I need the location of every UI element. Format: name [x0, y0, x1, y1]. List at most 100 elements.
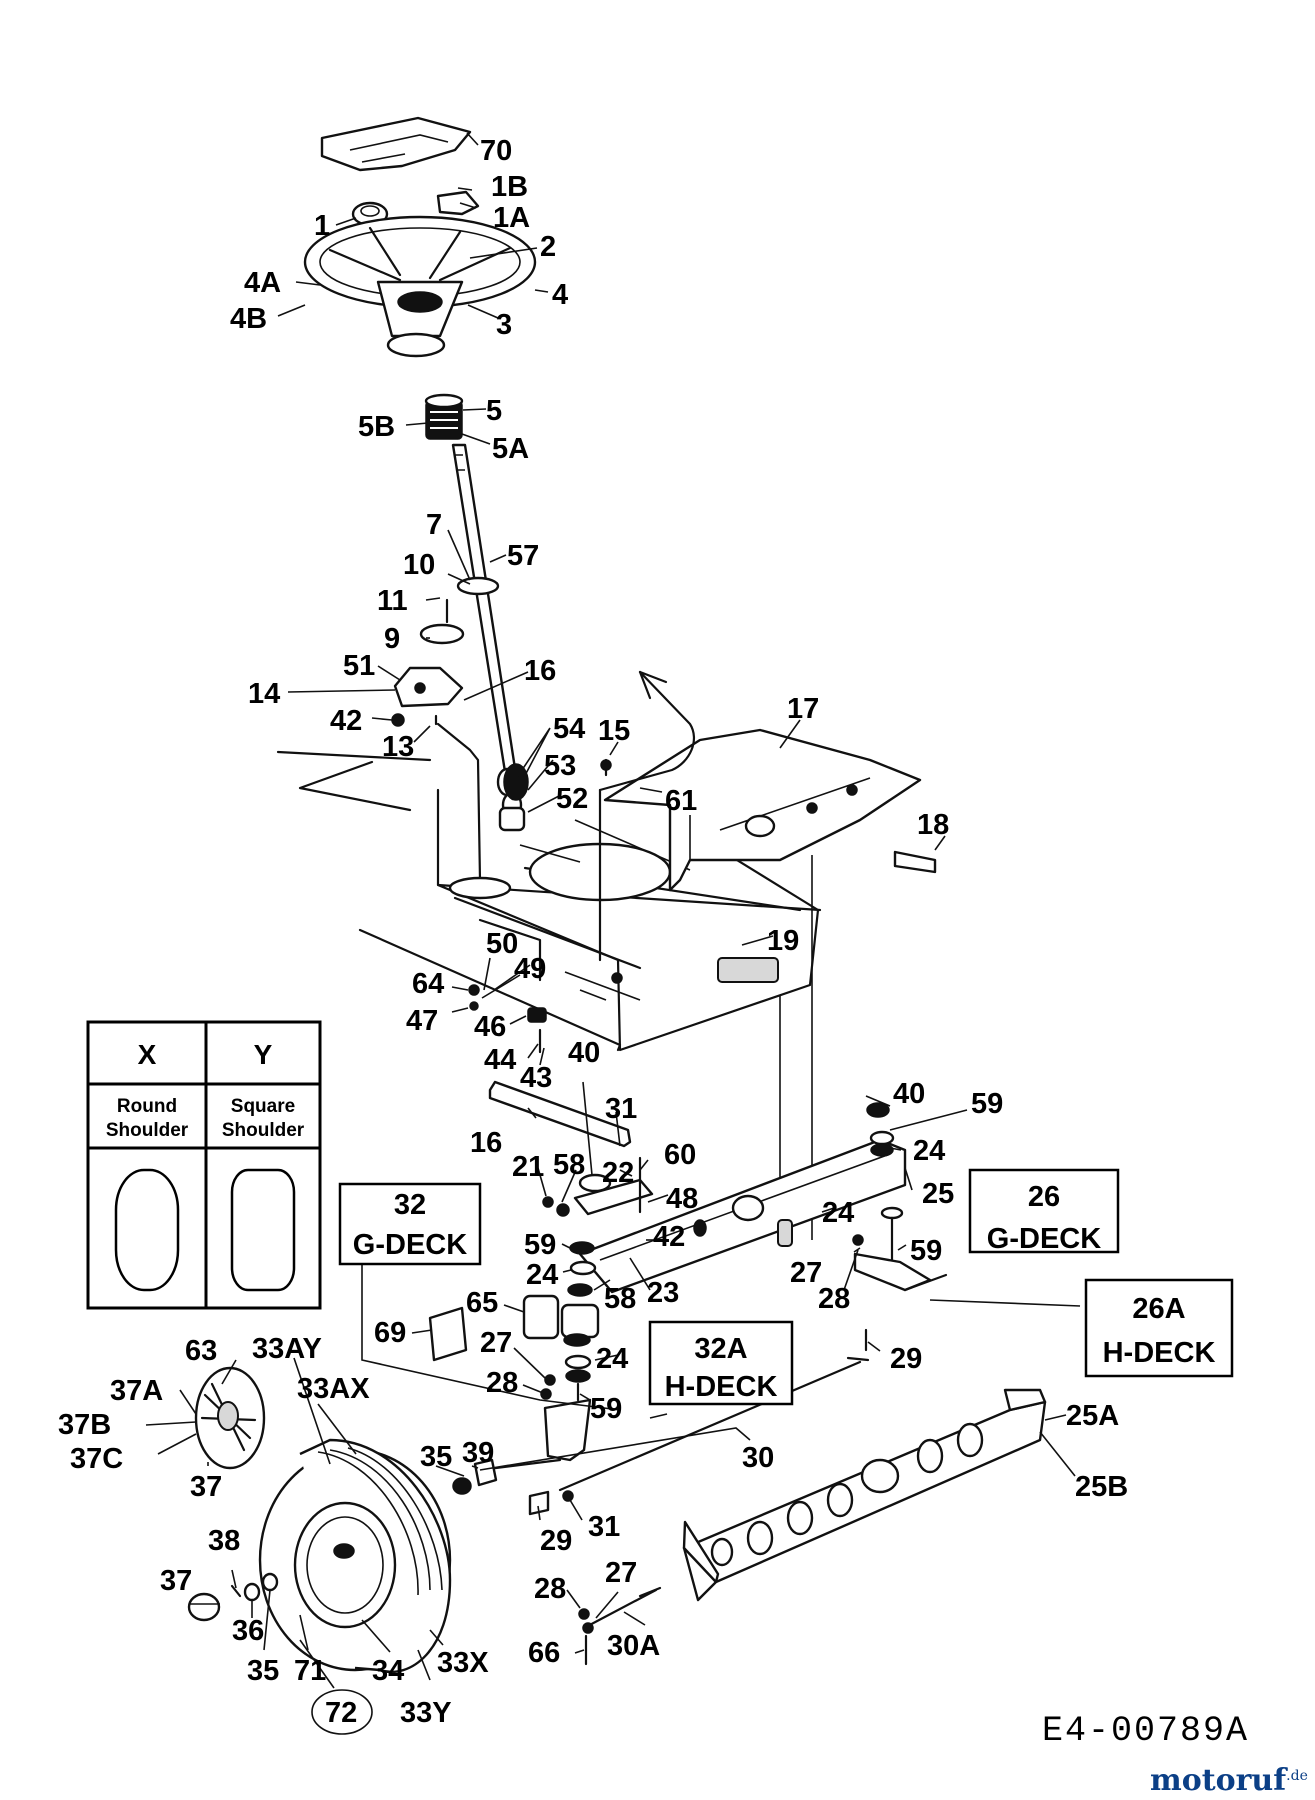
tie-rod-30-part: [558, 1360, 862, 1492]
rod-30A-part: [582, 1586, 662, 1630]
tie-rod-30-end: [846, 1356, 870, 1362]
washer-35b-part: [261, 1572, 279, 1592]
callout-2: 2: [540, 231, 556, 263]
callout-1A: 1A: [493, 202, 530, 234]
bolt-21-part: [542, 1196, 554, 1208]
callout-28-lower: 28: [534, 1573, 566, 1605]
callout-59-lower: 59: [590, 1393, 622, 1425]
callout-52: 52: [556, 783, 588, 815]
arm-22-part: [573, 1178, 654, 1216]
callout-69: 69: [374, 1317, 406, 1349]
callout-25: 25: [922, 1178, 954, 1210]
callout-27-lower: 27: [605, 1557, 637, 1589]
callout-3: 3: [496, 309, 512, 341]
callout-51: 51: [343, 650, 375, 682]
deck-box-26-deck: G-DECK: [987, 1223, 1101, 1255]
callout-19: 19: [767, 925, 799, 957]
callout-11: 11: [377, 585, 408, 617]
callout-4A: 4A: [244, 267, 281, 299]
callout-31-lower: 31: [588, 1511, 620, 1543]
callout-4: 4: [552, 279, 568, 311]
callout-5A: 5A: [492, 433, 529, 465]
callout-71: 71: [294, 1655, 326, 1687]
callout-58-lower: 58: [604, 1283, 636, 1315]
steering-cover-part: [320, 116, 472, 172]
callout-21: 21: [512, 1151, 544, 1183]
callout-63: 63: [185, 1335, 217, 1367]
bushing-part: [424, 393, 464, 440]
washer-36-part: [243, 1582, 261, 1602]
drag-link-16-lower: [488, 1080, 632, 1148]
front-axle-25-part: [578, 1138, 907, 1294]
callout-59-left: 59: [524, 1229, 556, 1261]
callout-25A: 25A: [1066, 1400, 1119, 1432]
callout-64: 64: [412, 968, 444, 1000]
table-head-x: X: [138, 1039, 157, 1070]
callout-43: 43: [520, 1062, 552, 1094]
emblem-part: [436, 190, 480, 216]
ball-31b-part: [562, 1490, 574, 1502]
deck-box-32: 32 G-DECK: [338, 1182, 482, 1266]
arrow-61-part: [638, 670, 668, 700]
callout-13: 13: [382, 731, 414, 763]
drag-link-16-upper: [436, 722, 482, 882]
hubcap-63-part: [194, 1366, 266, 1470]
pin-38-part: [230, 1584, 242, 1598]
callout-1B: 1B: [491, 171, 528, 203]
callout-28-mid: 28: [486, 1367, 518, 1399]
deck-box-26: 26 G-DECK: [968, 1168, 1120, 1255]
callout-24-mid: 24: [822, 1197, 854, 1229]
washer-35-part: [452, 1477, 472, 1495]
callout-27-mid: 27: [480, 1327, 512, 1359]
ball-28c-part: [578, 1608, 590, 1620]
callout-46: 46: [474, 1011, 506, 1043]
ball-28b-part: [540, 1388, 552, 1400]
callout-40-right: 40: [893, 1078, 925, 1110]
callout-44: 44: [484, 1044, 516, 1076]
callout-35-upper: 35: [420, 1441, 452, 1473]
callout-61: 61: [665, 785, 697, 817]
callout-38: 38: [208, 1525, 240, 1557]
callout-35-lower: 35: [247, 1655, 279, 1687]
callout-37B: 37B: [58, 1409, 111, 1441]
callout-48: 48: [666, 1183, 698, 1215]
callout-30: 30: [742, 1442, 774, 1474]
cap-40-part: [578, 1173, 612, 1193]
callout-42-lower: 42: [653, 1221, 685, 1253]
spindle-32-part: [543, 1241, 600, 1462]
table-x-label-1: Round: [117, 1096, 177, 1117]
callout-4B: 4B: [230, 303, 267, 335]
callout-39: 39: [462, 1437, 494, 1469]
callout-70: 70: [480, 135, 512, 167]
washer-59a-part: [869, 1130, 895, 1146]
nut-42-part: [391, 713, 405, 727]
ball-27b-part: [544, 1374, 556, 1386]
deck-box-26A-number: 26A: [1132, 1293, 1185, 1325]
table-y-label-1: Square: [231, 1096, 295, 1117]
cap-37-part: [187, 1592, 221, 1622]
callout-42-upper: 42: [330, 705, 362, 737]
callout-25B: 25B: [1075, 1471, 1128, 1503]
bracket-51-part: [393, 666, 464, 708]
bushing-65-part: [522, 1294, 560, 1340]
callout-57: 57: [507, 540, 539, 572]
callout-37-lower: 37: [160, 1565, 192, 1597]
callout-33AX: 33AX: [297, 1373, 370, 1405]
ball-27c-part: [582, 1622, 594, 1634]
callout-24-lower: 24: [596, 1343, 628, 1375]
callout-23: 23: [647, 1277, 679, 1309]
callout-49: 49: [514, 953, 546, 985]
callout-34: 34: [372, 1655, 404, 1687]
callout-40-left: 40: [568, 1037, 600, 1069]
steering-wheel-part: [303, 215, 537, 358]
callout-59-upper: 59: [971, 1088, 1003, 1120]
drawing-code: E4-00789A: [1042, 1711, 1249, 1751]
callout-16-upper: 16: [524, 655, 556, 687]
washer-10-part: [456, 576, 500, 596]
ball-64-part: [468, 984, 480, 996]
callout-27-right: 27: [790, 1257, 822, 1289]
pin-29b-part: [528, 1490, 550, 1516]
callout-5B: 5B: [358, 411, 395, 443]
table-x-label-2: Shoulder: [106, 1120, 189, 1141]
callout-24-upper: 24: [913, 1135, 945, 1167]
